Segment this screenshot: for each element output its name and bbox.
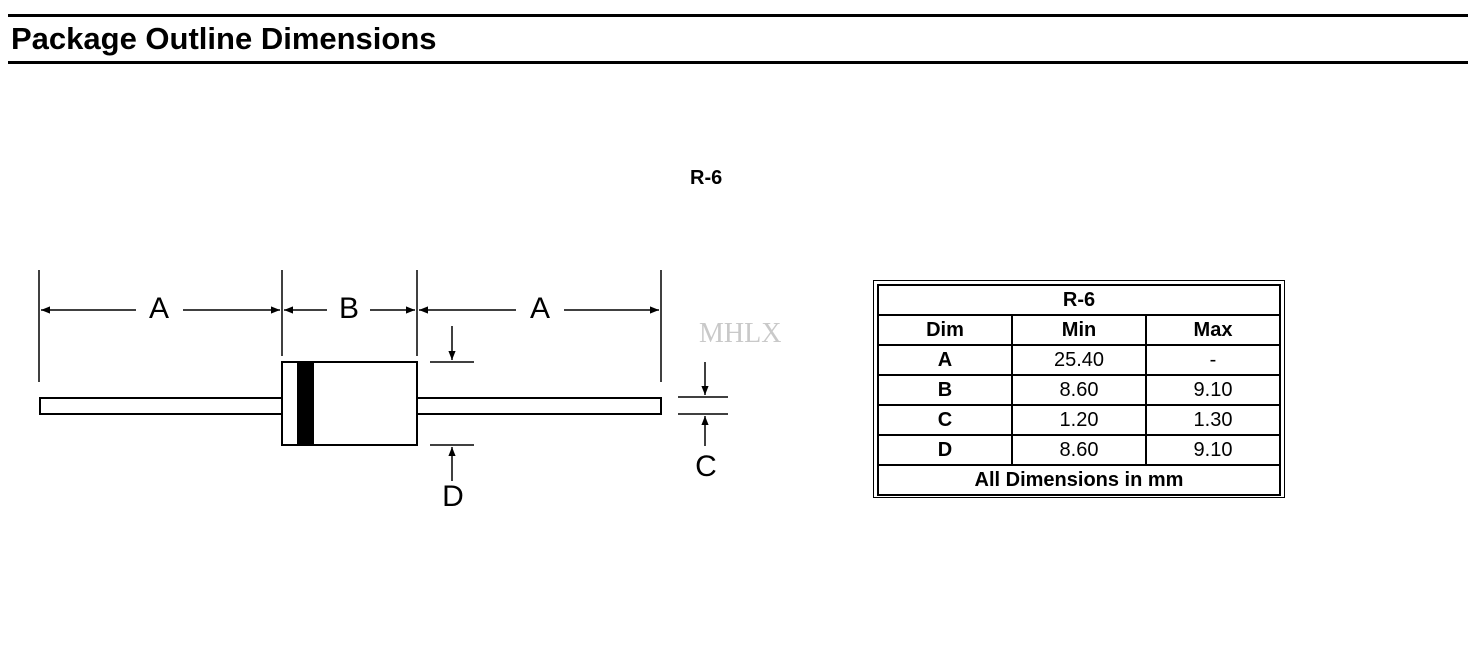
dim-cell: B: [877, 374, 1013, 406]
max-cell: 9.10: [1145, 374, 1281, 406]
watermark: MHLX: [699, 318, 781, 349]
min-cell: 8.60: [1011, 434, 1147, 466]
dimension-label-a-right: A: [530, 292, 550, 325]
dimension-label-a-left: A: [149, 292, 169, 325]
max-cell: -: [1145, 344, 1281, 376]
table-header-row: Dim Min Max: [877, 314, 1281, 346]
cathode-band: [297, 362, 314, 445]
max-cell: 9.10: [1145, 434, 1281, 466]
min-cell: 1.20: [1011, 404, 1147, 436]
min-cell: 8.60: [1011, 374, 1147, 406]
lead-left: [39, 397, 283, 415]
table-title: R-6: [877, 284, 1281, 316]
dimensions-table-frame: R-6 Dim Min Max A 25.40 - B 8.60 9.10 C …: [873, 280, 1285, 498]
table-row: A 25.40 -: [877, 344, 1281, 376]
dim-cell: D: [877, 434, 1013, 466]
dim-cell: C: [877, 404, 1013, 436]
dimension-c: [678, 362, 728, 446]
max-cell: 1.30: [1145, 404, 1281, 436]
min-cell: 25.40: [1011, 344, 1147, 376]
dim-cell: A: [877, 344, 1013, 376]
dimension-label-d: D: [442, 480, 464, 513]
dimension-label-c: C: [695, 450, 717, 483]
table-footer-row: All Dimensions in mm: [877, 464, 1281, 496]
lead-right: [416, 397, 662, 415]
dimensions-table: R-6 Dim Min Max A 25.40 - B 8.60 9.10 C …: [877, 284, 1281, 496]
package-label: R-6: [690, 167, 723, 189]
page-title: Package Outline Dimensions: [11, 21, 437, 56]
column-header-max: Max: [1145, 314, 1281, 346]
header-bottom-rule: [8, 61, 1468, 64]
dimension-label-b: B: [339, 292, 359, 325]
column-header-min: Min: [1011, 314, 1147, 346]
header-top-rule: [8, 14, 1468, 17]
column-header-dim: Dim: [877, 314, 1013, 346]
table-row: B 8.60 9.10: [877, 374, 1281, 406]
table-footer: All Dimensions in mm: [877, 464, 1281, 496]
dimension-d: [430, 326, 474, 481]
extension-lines: [38, 270, 662, 382]
table-row: C 1.20 1.30: [877, 404, 1281, 436]
table-row: D 8.60 9.10: [877, 434, 1281, 466]
table-title-row: R-6: [877, 284, 1281, 316]
